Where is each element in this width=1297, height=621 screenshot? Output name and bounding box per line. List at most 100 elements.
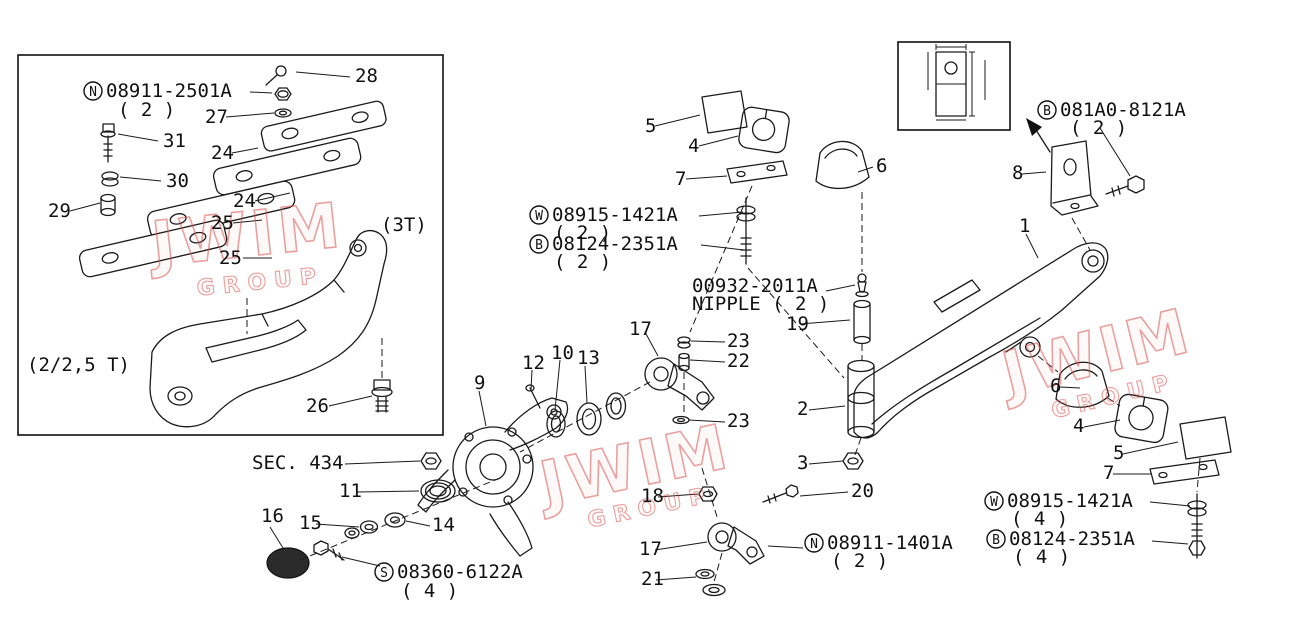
clamp-strap-6-right: [1055, 361, 1110, 408]
washers-21: [695, 568, 726, 597]
prefix-s-icon: S: [380, 566, 388, 581]
callout-4: 4: [688, 135, 699, 157]
part-number: 081A0-8121A: [1060, 99, 1186, 121]
variant-label-2-25t: (2/2,5 T): [27, 354, 130, 376]
kingpin-nut-23-upper: [677, 336, 691, 349]
part-qty: ( 2 ): [1070, 117, 1127, 139]
part-qty: ( 2 ): [118, 99, 175, 121]
part-qty: ( 2 ): [554, 251, 611, 273]
part-number: 08915-1421A: [1007, 490, 1133, 512]
callout-6: 6: [876, 155, 887, 177]
callout-5: 5: [645, 115, 656, 137]
callout-27: 27: [205, 106, 228, 128]
knuckle-stud-12: [525, 384, 541, 409]
callout-24-alt: 24: [233, 190, 256, 212]
part-number: 08911-2501A: [106, 80, 232, 102]
callout-2: 2: [797, 398, 808, 420]
part-number: 08124-2351A: [1009, 528, 1135, 550]
prefix-b-icon: B: [992, 533, 1000, 548]
callout-17: 17: [629, 318, 652, 340]
detail-bracket-drawing: [927, 44, 986, 121]
prefix-w-icon: W: [535, 209, 543, 224]
seal-ring-10: [546, 410, 566, 438]
part-number: 08124-2351A: [552, 233, 678, 255]
watermark-right: JWIM GROUP: [990, 293, 1200, 425]
sec434-nut: [420, 452, 442, 470]
suspension-arm-1: [853, 242, 1109, 439]
mount-bracket-8: [1050, 140, 1099, 216]
callout-10: 10: [551, 342, 574, 364]
part-qty: ( 2 ): [554, 222, 611, 244]
shackle-pin-clip: [265, 65, 287, 86]
prefix-w-icon: W: [990, 495, 998, 510]
kingpin-nut-18: [698, 486, 718, 502]
callout-6-alt: 6: [1050, 375, 1061, 397]
screw-08360: [313, 540, 345, 561]
prefix-b-icon: B: [1043, 104, 1051, 119]
callout-17-alt: 17: [639, 538, 662, 560]
part-label-08915-1421A-x2: W 08915-1421A ( 2 ): [529, 204, 678, 244]
assembly-axis-lines: [246, 185, 1201, 583]
callout-5-alt: 5: [1113, 442, 1124, 464]
rubber-bushing-4-left: [738, 106, 790, 154]
callout-14: 14: [432, 514, 455, 536]
part-label-08911-2501A: N 08911-2501A ( 2 ): [83, 80, 232, 121]
part-label-081A0-8121A: B 081A0-8121A ( 2 ): [1037, 99, 1186, 139]
callout-9: 9: [474, 372, 485, 394]
bracket-bolt-081a0: [1105, 175, 1145, 197]
bushing-plate-7-left: [726, 160, 788, 184]
callout-18: 18: [641, 485, 664, 507]
callout-21: 21: [641, 568, 664, 590]
bushing-plate-7-right: [1149, 459, 1220, 485]
callout-26: 26: [306, 395, 329, 417]
callout-25-alt: 25: [219, 247, 242, 269]
rubber-bushing-4-right: [1114, 393, 1169, 444]
part-label-00932-2011A: 00932-2011A NIPPLE ( 2 ): [692, 275, 829, 315]
section-reference: SEC. 434: [252, 452, 344, 474]
callout-23: 23: [727, 330, 750, 352]
callout-29: 29: [48, 200, 71, 222]
callout-11: 11: [339, 480, 362, 502]
retainer-rings-13: [576, 392, 627, 436]
spacer-29: [100, 193, 116, 217]
left-inset-box: [17, 54, 444, 436]
grease-nipple-19: [853, 273, 871, 345]
kingpin-upper-17: [644, 357, 715, 411]
shackle-nut: [274, 87, 292, 101]
callout-22: 22: [727, 350, 750, 372]
callout-24: 24: [211, 142, 234, 164]
kingpin-lower-17: [707, 522, 765, 565]
callout-leader-lines: [69, 71, 1191, 581]
callout-25: 25: [211, 212, 234, 234]
callout-1: 1: [1019, 215, 1030, 237]
callout-13: 13: [577, 347, 600, 369]
callout-23-alt: 23: [727, 410, 750, 432]
pinch-bolt-20: [762, 484, 799, 504]
bushing-plate-5-left: [701, 90, 748, 134]
leaf-plate-25-lower: [78, 219, 228, 278]
part-qty: ( 4 ): [1011, 508, 1068, 530]
callout-7-alt: 7: [1103, 462, 1114, 484]
callout-28: 28: [355, 65, 378, 87]
part-qty: ( 4 ): [401, 580, 458, 602]
callout-20: 20: [851, 480, 874, 502]
part-label-08124-2351A-x2: B 08124-2351A ( 2 ): [529, 233, 678, 273]
callout-19: 19: [786, 313, 809, 335]
shackle-washer: [274, 108, 292, 118]
leaf-plate-24-lower: [212, 137, 362, 196]
part-number: 00932-2011A: [692, 275, 818, 297]
bearing-11: [420, 479, 456, 503]
bushing-plate-5-right: [1179, 416, 1232, 460]
clamp-strap-6-left: [815, 140, 870, 190]
stud-with-washer: [736, 197, 756, 265]
callout-4-alt: 4: [1073, 415, 1084, 437]
callout-numbers: 28 27 31 24 30 29 24 25 25 (3T) (2/2,5 T…: [27, 65, 1124, 590]
ring-14: [384, 512, 406, 528]
bracket-arm-2-25t: [149, 229, 388, 428]
prefix-n-icon: N: [89, 85, 97, 100]
arm-pivot-bushing-2: [847, 359, 875, 439]
callout-7: 7: [675, 168, 686, 190]
callout-16: 16: [261, 505, 284, 527]
callout-8: 8: [1012, 162, 1023, 184]
